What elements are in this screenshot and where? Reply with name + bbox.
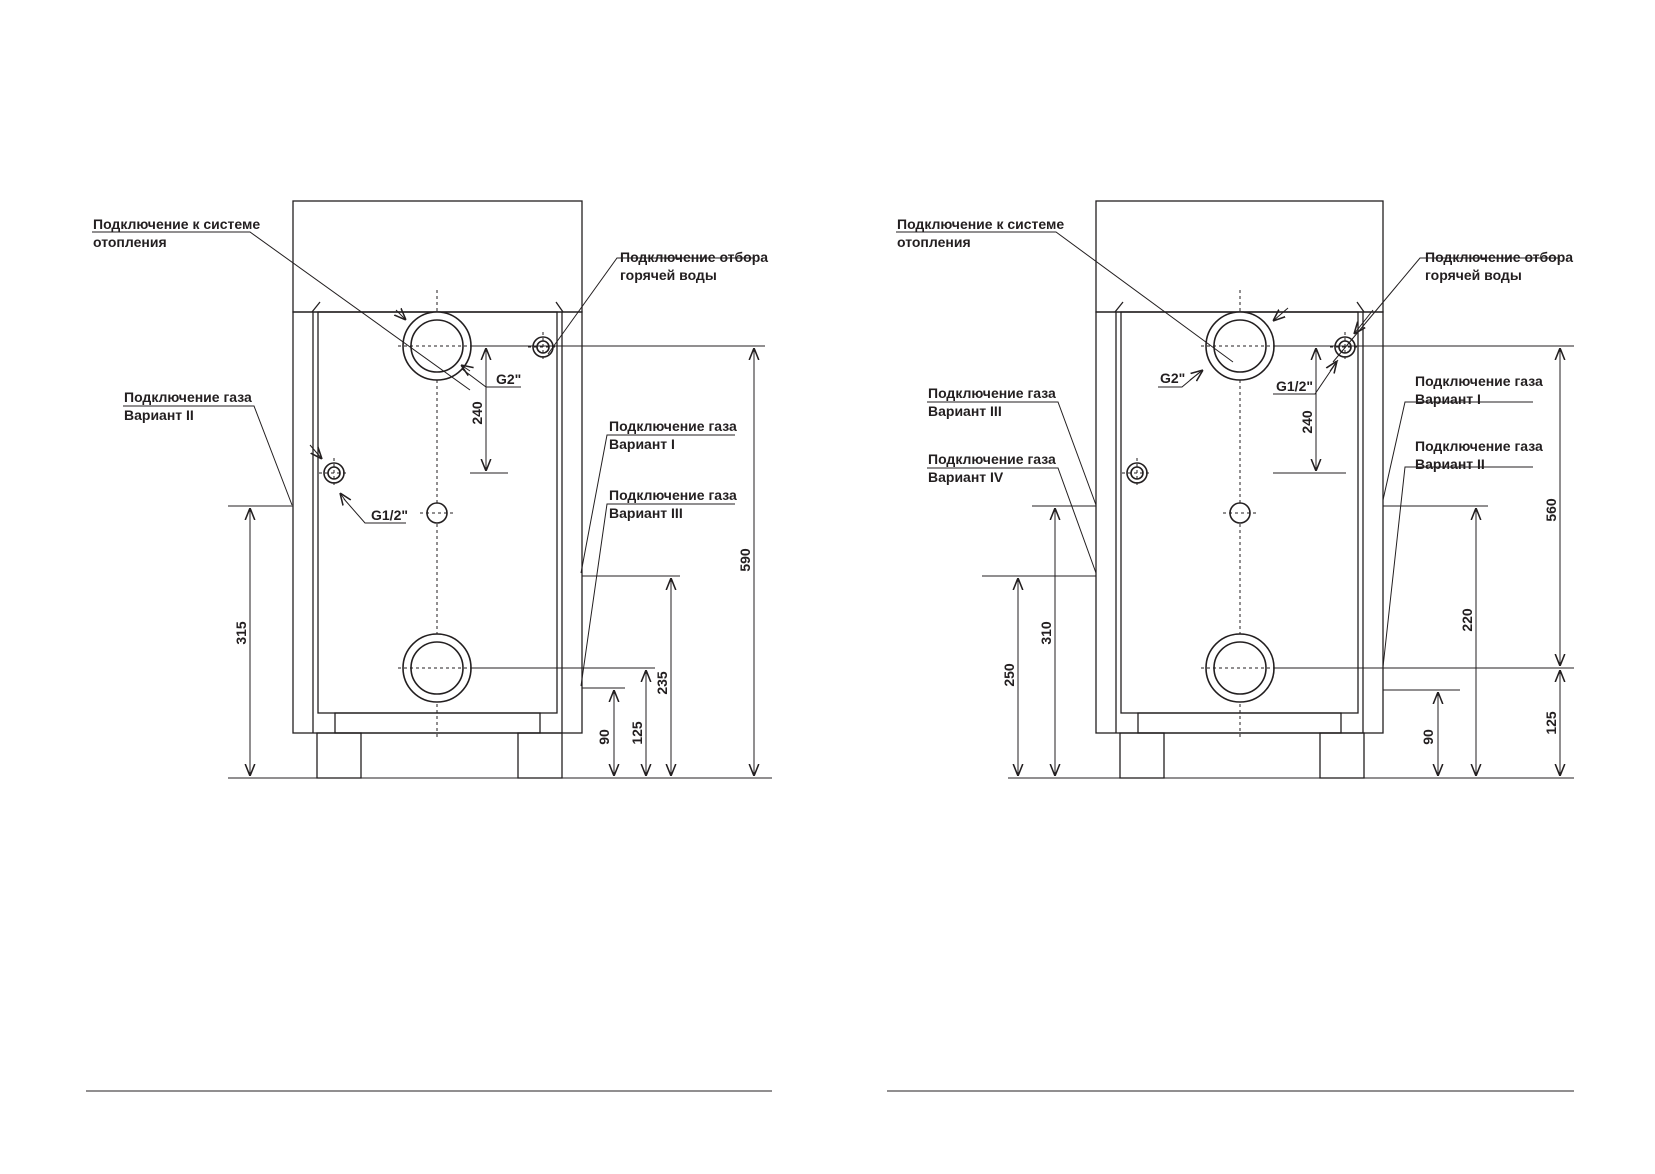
label-gas-v3-line1: Подключение газа bbox=[609, 487, 737, 503]
right-drawing-right-leg bbox=[1319, 732, 1365, 779]
label-gas-v3-line2: Вариант III bbox=[609, 505, 683, 521]
r-label-gas-v3-line2: Вариант III bbox=[928, 403, 1002, 419]
r-dim-125: 125 bbox=[1543, 711, 1559, 735]
left-labels: Подключение к системе отопления Подключе… bbox=[93, 216, 768, 523]
label-hot-water-line1: Подключение отбора bbox=[620, 249, 768, 265]
r-label-heating-line2: отопления bbox=[897, 234, 971, 250]
label-gas-v2-line1: Подключение газа bbox=[124, 389, 252, 405]
r-label-heating-line1: Подключение к системе bbox=[897, 216, 1064, 232]
r-label-gas-v1-line1: Подключение газа bbox=[1415, 373, 1543, 389]
dim-90: 90 bbox=[596, 729, 612, 745]
left-extension-lines bbox=[228, 345, 772, 779]
r-dim-90: 90 bbox=[1420, 729, 1436, 745]
dim-315: 315 bbox=[233, 621, 249, 645]
r-label-hot-water-line2: горячей воды bbox=[1425, 267, 1522, 283]
r-dim-240: 240 bbox=[1299, 410, 1315, 434]
right-leg bbox=[517, 732, 563, 779]
r-label-gas-v4-line1: Подключение газа bbox=[928, 451, 1056, 467]
left-leaders bbox=[92, 231, 755, 687]
left-drawing: Подключение к системе отопления Подключе… bbox=[86, 200, 772, 1092]
dim-240: 240 bbox=[469, 401, 485, 425]
label-hot-water-line2: горячей воды bbox=[620, 267, 717, 283]
right-leaders bbox=[896, 231, 1560, 668]
right-extension-lines bbox=[982, 345, 1574, 779]
r-label-gas-v1-line2: Вариант I bbox=[1415, 391, 1481, 407]
label-g2: G2" bbox=[496, 371, 521, 387]
r-dim-310: 310 bbox=[1038, 621, 1054, 645]
r-label-gas-v4-line2: Вариант IV bbox=[928, 469, 1004, 485]
r-label-g2: G2" bbox=[1160, 370, 1185, 386]
r-dim-250: 250 bbox=[1001, 663, 1017, 687]
r-label-gas-v2-line1: Подключение газа bbox=[1415, 438, 1543, 454]
dim-235: 235 bbox=[654, 671, 670, 695]
left-dimension-values: 240 315 590 235 125 90 bbox=[233, 401, 753, 745]
label-gas-v2-line2: Вариант II bbox=[124, 407, 194, 423]
dim-125: 125 bbox=[629, 721, 645, 745]
right-drawing: Подключение к системе отопления Подключе… bbox=[887, 200, 1574, 1092]
label-heating-line1: Подключение к системе bbox=[93, 216, 260, 232]
right-pipes bbox=[1122, 311, 1360, 703]
left-pipes bbox=[319, 311, 558, 703]
right-labels: Подключение к системе отопления Подключе… bbox=[897, 216, 1573, 485]
right-dimensions bbox=[1018, 348, 1560, 776]
r-label-gas-v2-line2: Вариант II bbox=[1415, 456, 1485, 472]
label-gas-v1-line1: Подключение газа bbox=[609, 418, 737, 434]
left-leg bbox=[316, 732, 362, 779]
r-dim-220: 220 bbox=[1459, 608, 1475, 632]
dim-590: 590 bbox=[737, 548, 753, 572]
right-dimension-values: 240 560 220 310 250 125 90 bbox=[1001, 410, 1559, 745]
right-drawing-left-leg bbox=[1119, 732, 1165, 779]
label-gas-v1-line2: Вариант I bbox=[609, 436, 675, 452]
r-label-gas-v3-line1: Подключение газа bbox=[928, 385, 1056, 401]
label-g12: G1/2" bbox=[371, 507, 408, 523]
label-heating-line2: отопления bbox=[93, 234, 167, 250]
left-dimensions bbox=[250, 348, 754, 776]
r-label-g12: G1/2" bbox=[1276, 378, 1313, 394]
r-label-hot-water-line1: Подключение отбора bbox=[1425, 249, 1573, 265]
r-dim-560: 560 bbox=[1543, 498, 1559, 522]
